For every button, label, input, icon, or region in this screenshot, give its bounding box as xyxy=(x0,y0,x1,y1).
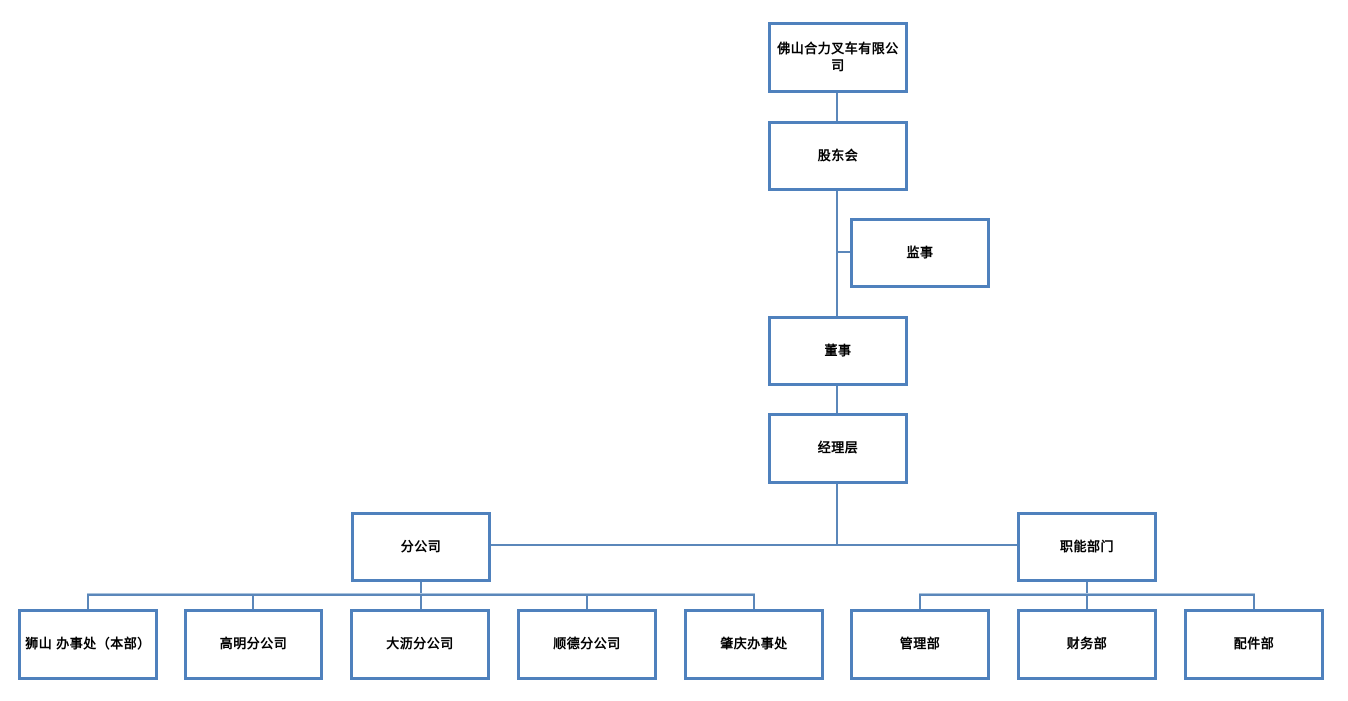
org-node-director: 董事 xyxy=(768,316,908,386)
org-node-branch-label: 分公司 xyxy=(400,538,442,554)
org-node-shishan-office: 狮山 办事处（本部） xyxy=(18,609,158,680)
org-node-director-label: 董事 xyxy=(824,342,852,358)
connector-drop-shunde xyxy=(586,594,588,609)
org-node-admin-label: 管理部 xyxy=(899,636,941,652)
org-node-finance-label: 财务部 xyxy=(1066,636,1108,652)
org-node-shareholders-meeting: 股东会 xyxy=(768,121,908,191)
connector-rake-left xyxy=(87,593,755,596)
connector-drop-gaoming xyxy=(252,594,254,609)
org-node-admin-department: 管理部 xyxy=(850,609,990,680)
connector-management-down xyxy=(836,484,838,545)
connector-drop-parts xyxy=(1253,594,1255,609)
org-node-finance-department: 财务部 xyxy=(1017,609,1157,680)
org-node-supervisor-label: 监事 xyxy=(906,244,934,260)
org-node-shunde-label: 顺德分公司 xyxy=(553,636,621,652)
org-node-shareholders-label: 股东会 xyxy=(817,147,859,163)
connector-drop-shishan xyxy=(87,594,89,609)
connector-rake-right xyxy=(919,593,1255,596)
connector-drop-admin xyxy=(919,594,921,609)
connector-drop-zhaoqing xyxy=(753,594,755,609)
org-node-branch-companies: 分公司 xyxy=(351,512,491,582)
connector-director-management xyxy=(836,386,838,413)
connector-main-horizontal xyxy=(490,544,1017,546)
org-node-gaoming-branch: 高明分公司 xyxy=(184,609,323,680)
org-node-dali-branch: 大沥分公司 xyxy=(350,609,490,680)
org-node-shunde-branch: 顺德分公司 xyxy=(517,609,657,680)
org-node-company-label: 佛山合力叉车有限公司 xyxy=(777,41,899,73)
org-node-functional-label: 职能部门 xyxy=(1059,538,1114,554)
org-node-gaoming-label: 高明分公司 xyxy=(219,636,288,652)
connector-shareholders-director xyxy=(836,191,838,316)
org-node-parts-label: 配件部 xyxy=(1233,636,1275,652)
org-node-zhaoqing-label: 肇庆办事处 xyxy=(720,636,788,652)
org-node-zhaoqing-office: 肇庆办事处 xyxy=(684,609,824,680)
org-node-company: 佛山合力叉车有限公司 xyxy=(768,22,908,93)
org-node-management-label: 经理层 xyxy=(817,440,859,456)
connector-supervisor-stub xyxy=(838,251,851,253)
org-node-parts-department: 配件部 xyxy=(1184,609,1324,680)
org-node-shishan-label: 狮山 办事处（本部） xyxy=(25,636,151,652)
org-node-dali-label: 大沥分公司 xyxy=(386,636,454,652)
connector-company-shareholders xyxy=(836,93,838,121)
org-node-supervisor: 监事 xyxy=(850,218,990,288)
org-node-management-level: 经理层 xyxy=(768,413,908,484)
org-node-functional-departments: 职能部门 xyxy=(1017,512,1157,582)
